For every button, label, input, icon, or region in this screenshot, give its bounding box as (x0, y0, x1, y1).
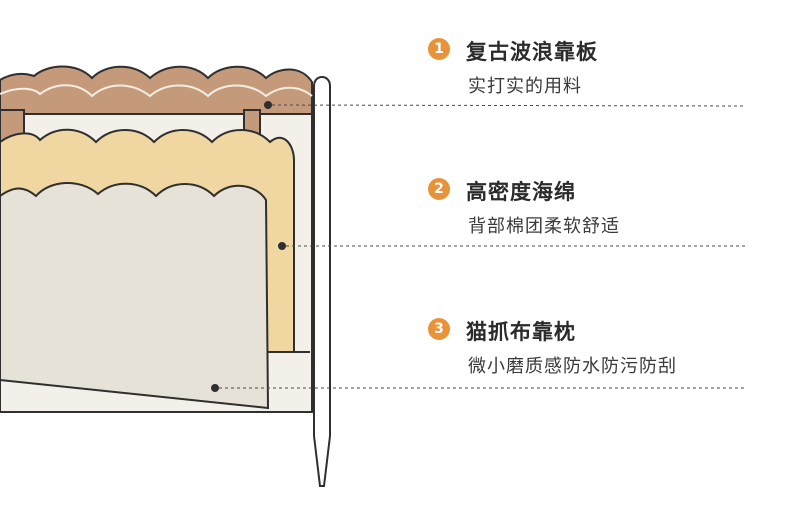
feature-number-badge: 1 (428, 38, 450, 60)
feature-number-badge: 2 (428, 178, 450, 200)
feature-description: 实打实的用料 (468, 76, 582, 97)
feature-title: 复古波浪靠板 (466, 40, 598, 64)
marker-dot-3 (211, 384, 219, 392)
wave-board (0, 65, 313, 115)
feature-description: 微小磨质感防水防污防刮 (468, 356, 677, 377)
feature-description: 背部棉团柔软舒适 (468, 216, 620, 237)
bed-leg (313, 76, 331, 487)
marker-dot-1 (264, 101, 272, 109)
feature-title: 高密度海绵 (466, 180, 576, 204)
feature-number-badge: 3 (428, 318, 450, 340)
marker-dot-2 (278, 242, 286, 250)
wave-board-inner-line (0, 84, 313, 98)
leader-line-1 (271, 104, 746, 107)
fabric-cushion (0, 181, 270, 410)
feature-title: 猫抓布靠枕 (466, 320, 576, 344)
